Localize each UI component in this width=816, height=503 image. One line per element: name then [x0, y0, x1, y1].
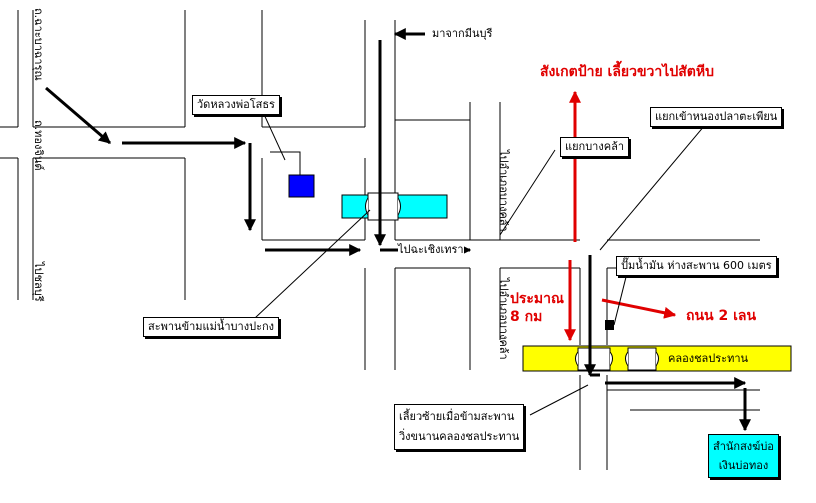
bridge-shape — [365, 192, 401, 221]
bridge-callout: สะพานข้ามแม่น้ำบางปะกง — [143, 317, 280, 337]
canal — [522, 345, 792, 372]
road-label-to-chachoengsao: ไปฉะเชิงเทรา — [398, 243, 464, 256]
nong-pla-junction-callout: แยกเข้าหนองปลาตะเพียน — [650, 107, 783, 127]
watch-sign-annotation: สังเกตป้าย เลี้ยวขวาไปสัตหีบ — [540, 64, 714, 80]
gas-station-callout: ปั๊มน้ำมัน ห่างสะพาน 600 เมตร — [616, 256, 777, 276]
road-label-west-top: ถ.ฉาะบาฉารุณ — [32, 8, 45, 81]
bang-khla-junction-callout: แยกบางคล้า — [560, 137, 630, 157]
gas-station-marker — [605, 320, 614, 330]
left-turn-line2: วิ่งขนานคลองชลประทาน — [399, 430, 520, 443]
route-arrows-red — [564, 90, 677, 342]
road-label-from-min-buri: มาจากมีนบุรี — [432, 27, 493, 40]
road-label-west-bottom: ไปชลบุรี — [32, 262, 45, 302]
temple-callout: วัดหลวงพ่อโสธร — [192, 95, 280, 115]
callout-lines — [254, 109, 706, 416]
destination-box: สำนักสงฆ์บ่อ เงินบ่อทอง — [708, 434, 779, 478]
road-label-west-mid: ถ.ทองจินต์ — [32, 120, 45, 171]
canal-label: คลองชลประทาน — [668, 352, 749, 365]
destination-line1: สำนักสงฆ์บ่อ — [713, 440, 774, 453]
approx-distance-annotation: ประมาณ 8 กม — [510, 290, 564, 326]
approx-line1: ประมาณ — [510, 291, 565, 307]
left-turn-line1: เลี้ยวซ้ายเมื่อข้ามสะพาน — [399, 410, 515, 423]
left-turn-callout: เลี้ยวซ้ายเมื่อข้ามสะพาน วิ่งขนานคลองชลป… — [394, 404, 525, 450]
approx-line2: 8 กม — [510, 309, 543, 325]
road-label-bang-khla-upper: ไปอำเภอบางคล้า — [497, 150, 510, 232]
temple-marker — [288, 174, 315, 198]
route-arrows-black — [45, 28, 751, 432]
two-lane-road-label: ถนน 2 เลน — [686, 308, 757, 324]
destination-line2: เงินบ่อทอง — [718, 459, 769, 472]
